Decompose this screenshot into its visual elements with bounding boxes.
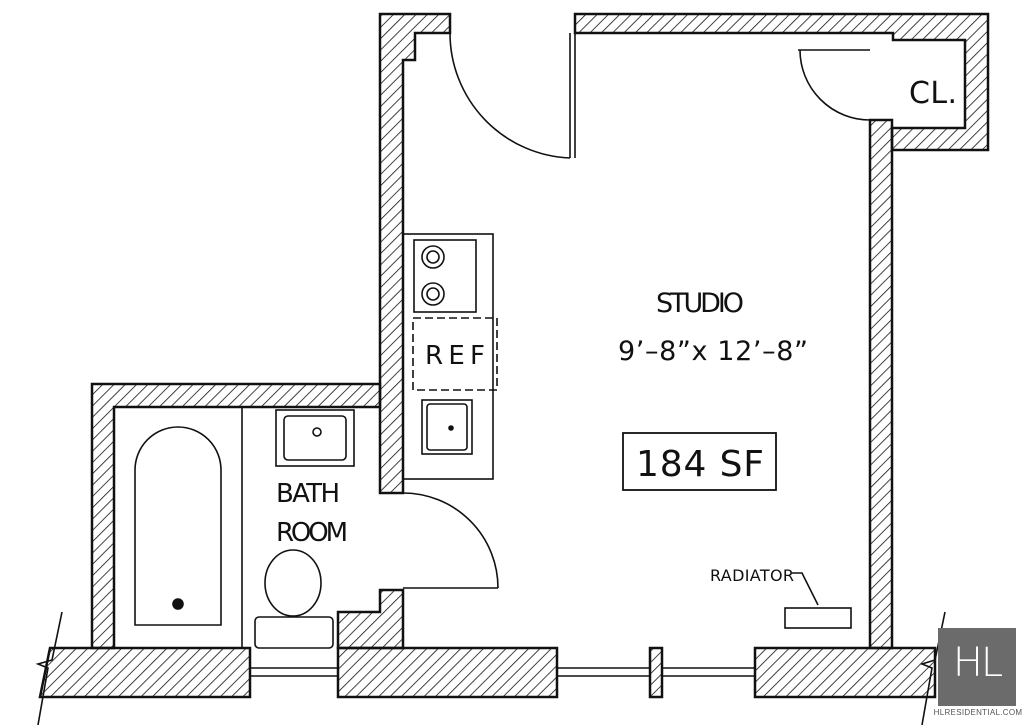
bathtub [134, 426, 222, 626]
bath-label-line2: ROOM [276, 518, 348, 548]
kitchen-counter [402, 233, 494, 480]
wall-bottom-left [38, 646, 252, 699]
studio-dimensions: 9’–8”x 12’–8” [618, 336, 808, 367]
radiator-label: RADIATOR [710, 566, 794, 585]
studio-label: STUDIO [656, 288, 744, 319]
doors [402, 32, 871, 589]
wall-upper-left [378, 12, 452, 495]
burner-2 [421, 282, 445, 306]
toilet-tank [254, 616, 334, 649]
window-mullion [648, 646, 664, 699]
brand-logo-text: HL [952, 640, 1003, 686]
bath-label-line1: BATH [276, 479, 340, 509]
stove [413, 239, 477, 313]
walls [38, 12, 990, 699]
wall-partition-low [336, 588, 405, 650]
bath-sink [275, 409, 355, 467]
tub-frame [113, 406, 243, 649]
brand-website: HLRESIDENTIAL.COM [933, 708, 1023, 717]
fridge [412, 317, 498, 391]
bath-fixtures [113, 406, 355, 649]
kitchen-sink [421, 399, 473, 455]
closet-label: CL. [909, 76, 957, 111]
windows [250, 667, 755, 677]
area-label: 184 SF [636, 444, 764, 485]
wall-right [868, 118, 894, 650]
wall-bottom-mid [336, 646, 559, 699]
burner-1 [421, 245, 445, 269]
area-box [622, 432, 777, 491]
toilet-bowl [264, 549, 322, 617]
radiator [784, 572, 852, 629]
wall-bottom-right [753, 646, 937, 699]
fridge-label: REF [425, 341, 485, 371]
kitchenette [402, 233, 498, 480]
wall-top [573, 12, 990, 152]
brand-logo [938, 628, 1016, 706]
